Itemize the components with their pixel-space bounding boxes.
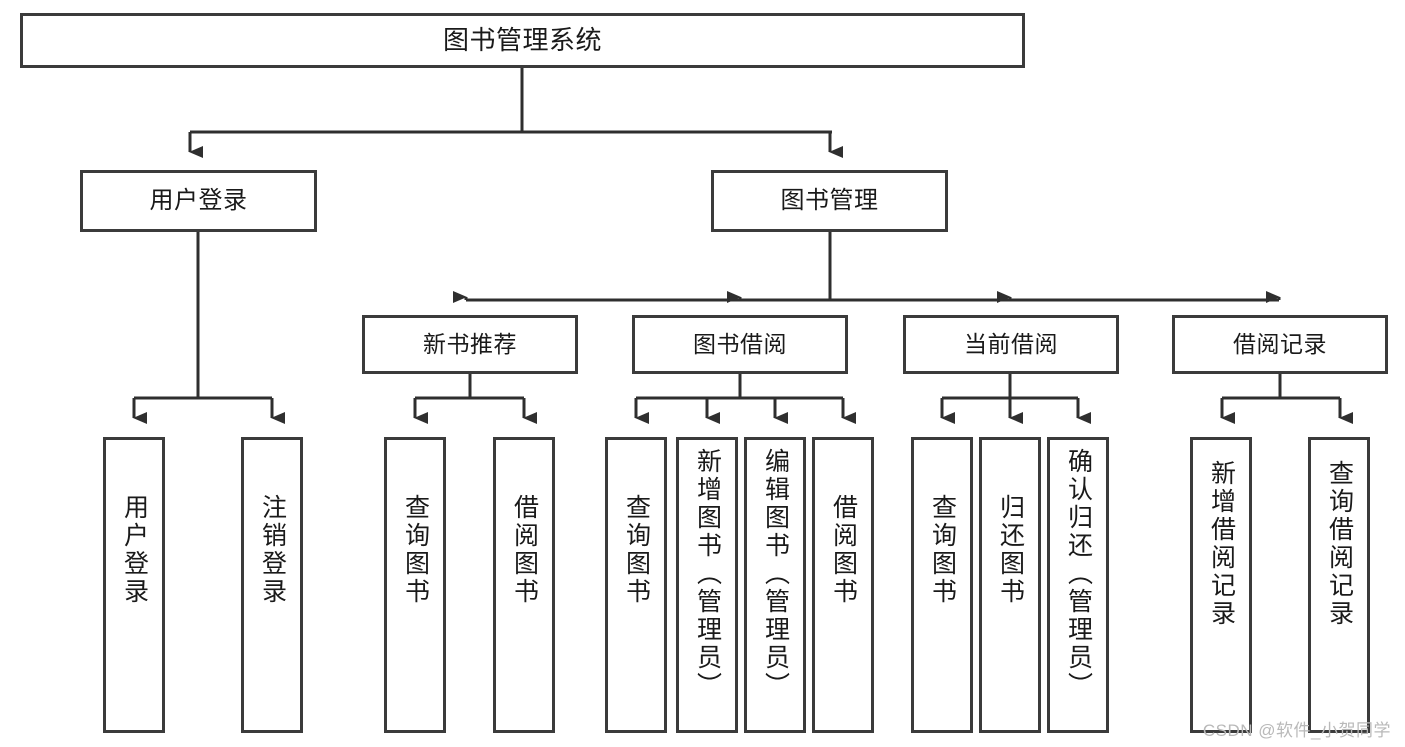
node-current-borrow[interactable]: 当前借阅	[903, 315, 1119, 374]
node-root-label: 图书管理系统	[442, 25, 602, 56]
leaf-edit-book-label: 编辑图书（管理员）	[761, 448, 790, 700]
leaf-query-book-1[interactable]: 查询图书	[384, 437, 446, 733]
node-new-book-recommend-label: 新书推荐	[423, 330, 517, 357]
leaf-add-book-label: 新增图书（管理员）	[693, 448, 722, 700]
node-book-manage-label: 图书管理	[780, 186, 879, 214]
node-borrow-record-label: 借阅记录	[1233, 330, 1327, 357]
leaf-return-book[interactable]: 归还图书	[979, 437, 1041, 733]
node-current-borrow-label: 当前借阅	[964, 330, 1058, 357]
csdn-watermark: CSDN @软件_小贺同学	[1202, 721, 1391, 740]
node-user-login[interactable]: 用户登录	[80, 170, 317, 232]
leaf-query-book-3[interactable]: 查询图书	[911, 437, 973, 733]
node-borrow-record[interactable]: 借阅记录	[1172, 315, 1388, 374]
leaf-borrow-book-2[interactable]: 借阅图书	[812, 437, 874, 733]
leaf-return-book-label: 归还图书	[996, 494, 1025, 606]
leaf-user-login-label: 用户登录	[120, 494, 149, 606]
node-book-borrow[interactable]: 图书借阅	[632, 315, 848, 374]
leaf-add-record-label: 新增借阅记录	[1207, 460, 1236, 628]
leaf-borrow-book-1-label: 借阅图书	[510, 494, 539, 606]
leaf-add-record[interactable]: 新增借阅记录	[1190, 437, 1252, 733]
leaf-query-book-2[interactable]: 查询图书	[605, 437, 667, 733]
leaf-query-record-label: 查询借阅记录	[1325, 460, 1354, 628]
node-book-manage[interactable]: 图书管理	[711, 170, 948, 232]
leaf-user-login[interactable]: 用户登录	[103, 437, 165, 733]
node-book-borrow-label: 图书借阅	[693, 330, 787, 357]
leaf-logout-label: 注销登录	[258, 494, 287, 606]
leaf-borrow-book-1[interactable]: 借阅图书	[493, 437, 555, 733]
leaf-query-record[interactable]: 查询借阅记录	[1308, 437, 1370, 733]
leaf-add-book[interactable]: 新增图书（管理员）	[676, 437, 738, 733]
leaf-edit-book[interactable]: 编辑图书（管理员）	[744, 437, 806, 733]
leaf-logout[interactable]: 注销登录	[241, 437, 303, 733]
leaf-confirm-return-label: 确认归还（管理员）	[1064, 448, 1093, 700]
node-root-system[interactable]: 图书管理系统	[20, 13, 1025, 68]
leaf-query-book-2-label: 查询图书	[622, 494, 651, 606]
leaf-query-book-3-label: 查询图书	[928, 494, 957, 606]
leaf-confirm-return[interactable]: 确认归还（管理员）	[1047, 437, 1109, 733]
leaf-borrow-book-2-label: 借阅图书	[829, 494, 858, 606]
node-user-login-label: 用户登录	[149, 186, 248, 214]
node-new-book-recommend[interactable]: 新书推荐	[362, 315, 578, 374]
leaf-query-book-1-label: 查询图书	[401, 494, 430, 606]
